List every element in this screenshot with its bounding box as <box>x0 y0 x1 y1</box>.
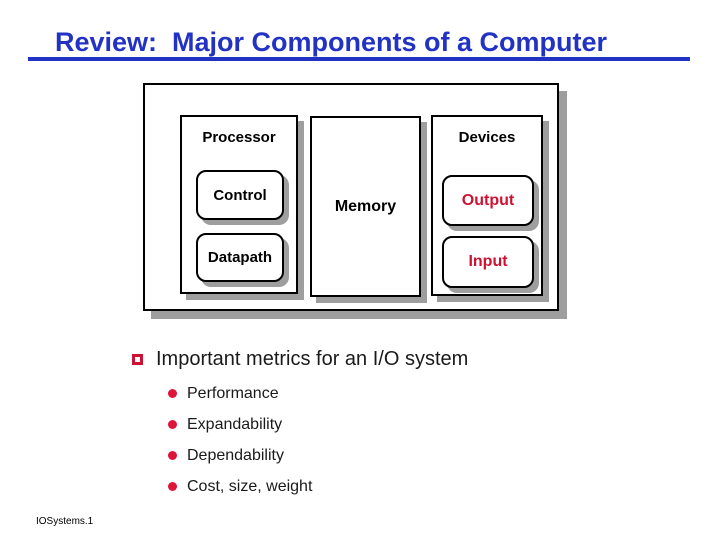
slide-footer-label: IOSystems.1 <box>36 516 94 527</box>
datapath-box: Datapath <box>196 233 284 282</box>
bullet-level1-text: Important metrics for an I/O system <box>156 347 469 370</box>
processor-box: Processor Control Datapath <box>180 115 298 294</box>
devices-box: Devices Output Input <box>431 115 543 296</box>
list-item-text: Dependability <box>187 446 284 464</box>
input-box: Input <box>442 236 534 288</box>
devices-label: Devices <box>458 129 516 146</box>
bullet-level2-list: Performance Expandability Dependability … <box>168 378 312 502</box>
filled-circle-bullet-icon <box>168 451 177 460</box>
control-label: Control <box>213 186 267 204</box>
computer-diagram: Processor Control Datapath Memory Device… <box>143 83 559 311</box>
filled-circle-bullet-icon <box>168 420 177 429</box>
memory-box: Memory <box>310 116 421 297</box>
control-box: Control <box>196 170 284 220</box>
datapath-label: Datapath <box>207 249 273 266</box>
filled-circle-bullet-icon <box>168 482 177 491</box>
open-square-bullet-icon <box>132 353 143 365</box>
list-item-text: Cost, size, weight <box>187 477 313 495</box>
processor-label: Processor <box>202 129 276 146</box>
input-label: Input <box>468 253 508 270</box>
list-item-text: Performance <box>187 384 279 402</box>
list-item: Performance <box>168 378 312 409</box>
output-box: Output <box>442 175 534 226</box>
list-item: Dependability <box>168 440 312 471</box>
bullet-level1-row: Important metrics for an I/O system <box>132 347 468 371</box>
filled-circle-bullet-icon <box>168 389 177 398</box>
memory-label: Memory <box>334 197 397 215</box>
page-title: Review: Major Components of a Computer <box>55 27 608 57</box>
list-item: Cost, size, weight <box>168 471 312 502</box>
title-underline <box>28 57 690 61</box>
list-item-text: Expandability <box>187 415 283 433</box>
output-label: Output <box>461 191 515 209</box>
list-item: Expandability <box>168 409 312 440</box>
